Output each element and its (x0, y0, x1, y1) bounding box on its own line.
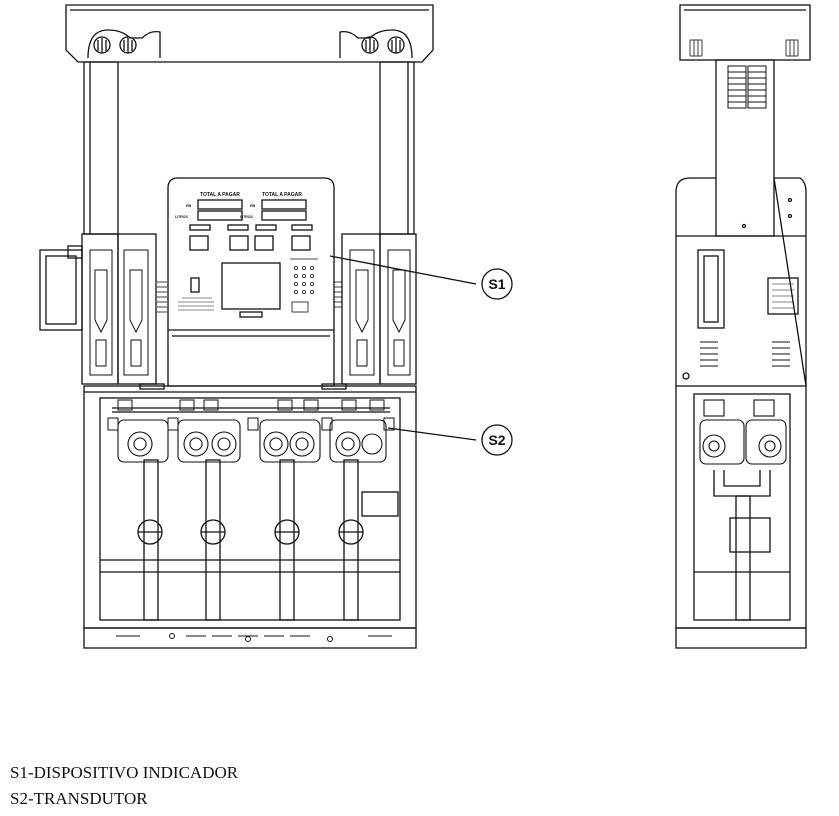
side-body (675, 177, 807, 387)
total-label-1: TOTAL A PAGAR (200, 192, 240, 198)
liters-label-1: LITROS (175, 215, 188, 219)
callout-s2: S2 (387, 424, 513, 456)
callout-s1-label: S1 (488, 276, 505, 292)
currency-label-2: R$ (250, 203, 256, 208)
pipework (137, 459, 364, 621)
callout-s1: S1 (329, 255, 513, 300)
top-canopy (65, 4, 434, 63)
support-columns (83, 61, 415, 235)
connector-right (339, 29, 413, 59)
liters-label-2: LITROS (240, 215, 253, 219)
price-display-1: TOTAL A PAGAR R$ LITROS (175, 192, 243, 221)
main-screen (221, 262, 281, 310)
side-column (715, 59, 775, 237)
side-lower-cabinet (675, 385, 807, 649)
meter-transducer-row (107, 399, 395, 463)
side-junction-box (39, 245, 83, 331)
keypad (290, 258, 318, 313)
legend-s1: S1-DISPOSITIVO INDICADOR (10, 763, 239, 782)
connector-left (87, 29, 161, 59)
side-top-canopy (679, 4, 811, 61)
lower-cabinet (83, 383, 417, 649)
currency-label-1: R$ (186, 203, 192, 208)
display-head: TOTAL A PAGAR R$ LITROS TOTAL A PAGAR R$… (167, 177, 335, 387)
legend-s2: S2-TRANSDUTOR (10, 789, 148, 808)
side-view (675, 4, 811, 649)
nozzle-housings (81, 233, 417, 385)
front-view: TOTAL A PAGAR R$ LITROS TOTAL A PAGAR R$… (39, 4, 513, 649)
total-label-2: TOTAL A PAGAR (262, 192, 302, 198)
price-display-2: TOTAL A PAGAR R$ LITROS (240, 192, 307, 221)
callout-s2-label: S2 (488, 432, 505, 448)
